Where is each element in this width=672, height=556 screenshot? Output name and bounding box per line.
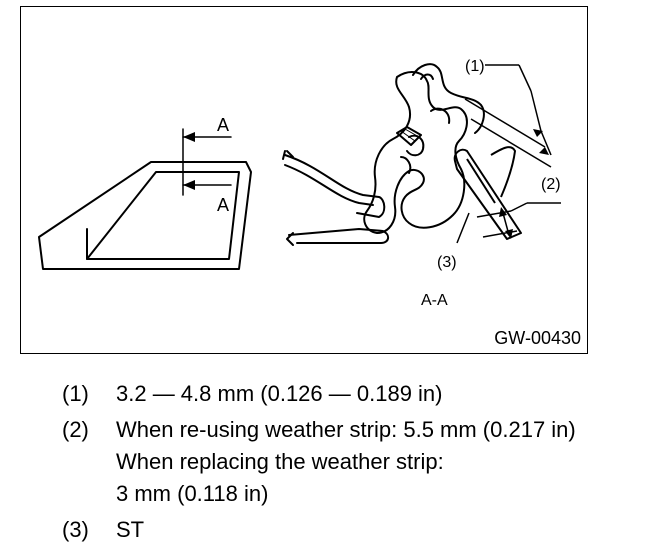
section-label-top: A	[217, 115, 229, 135]
legend-item: (2) When re-using weather strip: 5.5 mm …	[62, 414, 662, 446]
legend-number: (1)	[62, 381, 89, 406]
retainer-clip	[396, 126, 422, 146]
legend-number: (2)	[62, 417, 89, 442]
legend: (1) 3.2 — 4.8 mm (0.126 — 0.189 in) (2) …	[62, 378, 662, 546]
legend-item-continued: 3 mm (0.118 in)	[62, 478, 662, 510]
callout-3-leader	[456, 212, 470, 244]
panel-flange-upper	[284, 154, 386, 218]
legend-item: (3) ST	[62, 514, 662, 546]
dimension-1-line-a	[464, 98, 546, 148]
dimension-1-line-b	[470, 118, 552, 168]
legend-text: When re-using weather strip: 5.5 mm (0.2…	[116, 417, 576, 442]
legend-item: (1) 3.2 — 4.8 mm (0.126 — 0.189 in)	[62, 378, 662, 410]
callout-1: (1)	[465, 58, 485, 75]
legend-number: (3)	[62, 517, 89, 542]
legend-text: 3 mm (0.118 in)	[116, 481, 269, 506]
diagram-figure: A A	[20, 6, 588, 354]
section-label-bottom: A	[217, 195, 229, 215]
callout-2: (2)	[541, 176, 561, 193]
pillar-trim	[412, 63, 485, 134]
weather-strip-body	[363, 71, 468, 234]
diagram-drawing: A A	[38, 58, 561, 309]
callout-3: (3)	[437, 254, 457, 271]
figure-code: GW-00430	[494, 328, 581, 348]
glass-edge	[453, 148, 522, 240]
arrow-head-bottom	[183, 180, 195, 190]
legend-item-continued: When replacing the weather strip:	[62, 446, 662, 478]
arrow-head-top	[183, 132, 195, 142]
view-label: A-A	[421, 292, 448, 309]
legend-text: ST	[116, 517, 145, 542]
window-outline-outer	[38, 161, 252, 270]
legend-text: 3.2 — 4.8 mm (0.126 — 0.189 in)	[116, 381, 443, 406]
legend-text: When replacing the weather strip:	[116, 449, 444, 474]
window-outline-inner	[86, 171, 240, 260]
dimension-2-line-a	[476, 210, 512, 218]
